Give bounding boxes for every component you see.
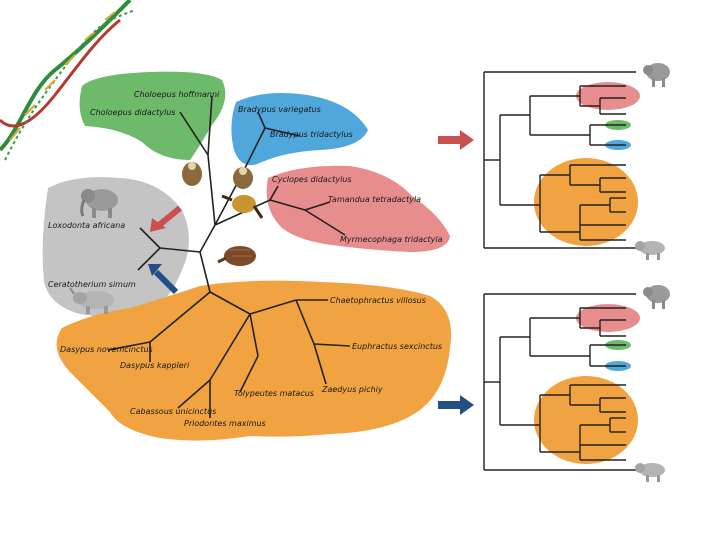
- label-myrmecophaga-tridactyla: Myrmecophaga tridactyla: [340, 235, 443, 244]
- label-dasypus-novemcinctus: Dasypus novemcinctus: [60, 345, 153, 354]
- cladogram-bottom: [483, 293, 640, 471]
- rhino-icon: [69, 287, 114, 314]
- label-euphractus-sexcinctus: Euphractus sexcinctus: [352, 342, 442, 351]
- label-loxodonta-africana: Loxodonta africana: [48, 221, 125, 230]
- rhino-icon: [635, 463, 665, 482]
- armadillo-orange-clade: [56, 280, 452, 441]
- label-dasypus-kappleri: Dasypus kappleri: [120, 361, 190, 370]
- anteater-pink-clade: [266, 165, 450, 252]
- sloth-blue-clade: [231, 93, 368, 166]
- label-bradypus-tridactylus: Bradypus tridactylus: [270, 130, 353, 139]
- label-chaetophractus-villosus: Chaetophractus villosus: [330, 296, 426, 305]
- label-ceratotherium-simum: Ceratotherium simum: [48, 280, 136, 289]
- label-zaedyus-pichiy: Zaedyus pichiy: [321, 385, 383, 394]
- sloth-green-clade: [79, 71, 226, 160]
- elephant-icon: [80, 189, 118, 218]
- rhino-icon: [635, 241, 665, 260]
- label-bradypus-variegatus: Bradypus variegatus: [238, 105, 321, 114]
- label-choloepus-didactylus: Choloepus didactylus: [90, 108, 175, 117]
- sloth-icon: [182, 162, 253, 189]
- elephant-icon: [643, 285, 670, 309]
- armadillo-icon: [217, 246, 256, 266]
- outgroup-gray-clade: [42, 177, 189, 317]
- red-arrow-icon: [438, 130, 474, 150]
- blue-arrow-icon: [438, 395, 474, 415]
- elephant-icon: [643, 63, 670, 87]
- label-priodontes-maximus: Priodontes maximus: [184, 419, 266, 428]
- label-cabassous-unicinctus: Cabassous unicinctus: [130, 407, 216, 416]
- red-arrow-icon: [150, 205, 182, 232]
- dna-helix-icon: [0, 0, 136, 161]
- cladogram-top: [483, 71, 640, 249]
- label-cyclopes-didactylus: Cyclopes didactylus: [272, 175, 352, 184]
- anteater-icon: [221, 194, 264, 219]
- label-tamandua-tetradactyla: Tamandua tetradactyla: [328, 195, 421, 204]
- label-choloepus-hoffmanni: Choloepus hoffmanni: [134, 90, 220, 99]
- blue-arrow-icon: [148, 264, 179, 295]
- label-tolypeutes-matacus: Tolypeutes matacus: [234, 389, 314, 398]
